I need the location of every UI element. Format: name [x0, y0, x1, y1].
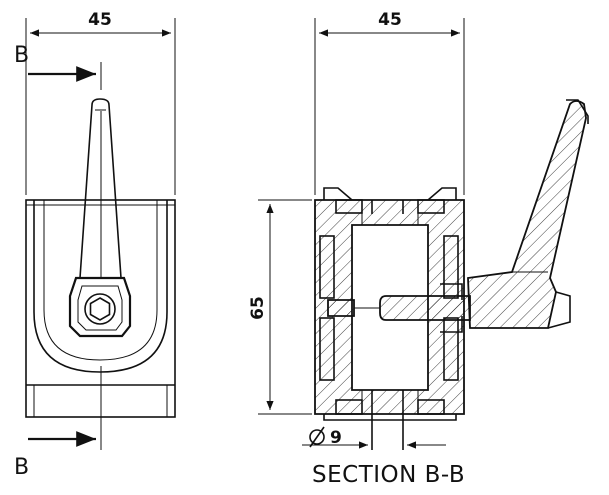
hex-socket-screw: [68, 276, 132, 338]
hole-diameter-dimension: 9: [302, 426, 446, 449]
section-caption: SECTION B-B: [312, 462, 465, 488]
section-cut-line: B B: [14, 43, 102, 480]
section-lever: [467, 99, 589, 329]
diameter-symbol-icon: [309, 429, 325, 445]
section-width-dimension: 45: [314, 10, 465, 195]
front-view: 45 B B: [14, 10, 176, 480]
front-width-dimension: 45: [25, 10, 176, 195]
front-width-label: 45: [88, 10, 112, 30]
section-width-label: 45: [378, 10, 402, 30]
section-marker-bottom: B: [14, 455, 29, 480]
front-body: [25, 199, 176, 418]
clamp-pin: [327, 283, 471, 333]
section-height-label: 65: [248, 296, 268, 320]
section-height-dimension: 65: [248, 199, 312, 415]
section-view: 45 65: [248, 10, 589, 488]
hole-diameter-label: 9: [330, 428, 342, 448]
front-lever: [79, 98, 122, 279]
section-marker-top: B: [14, 43, 29, 68]
